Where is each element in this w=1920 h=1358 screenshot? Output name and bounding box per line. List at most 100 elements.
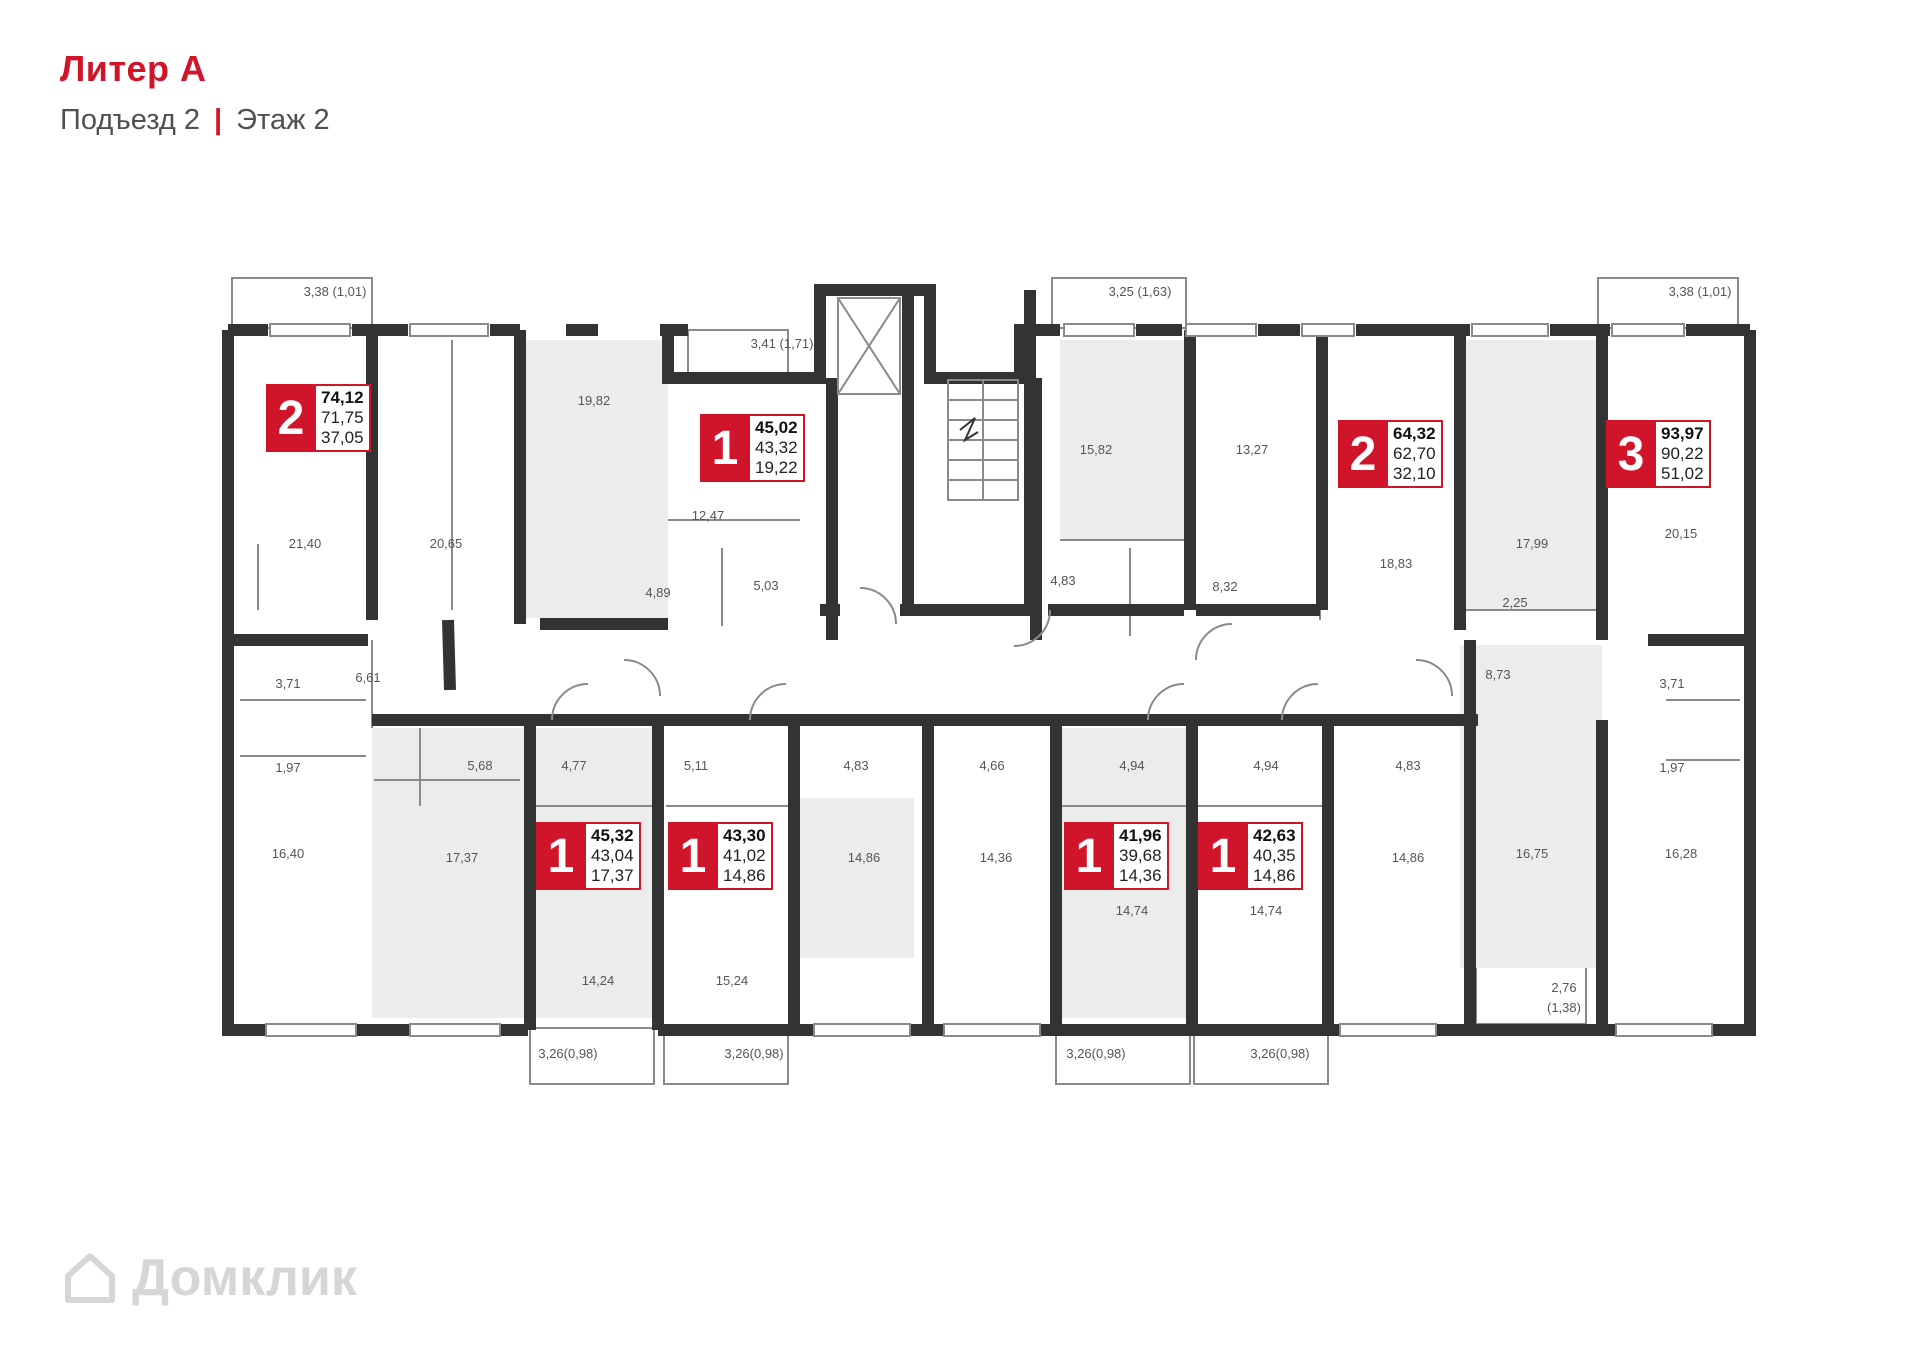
room-area-label: 15,82 bbox=[1080, 442, 1113, 457]
room-area-label: 3,41 (1,71) bbox=[751, 336, 814, 351]
total-area: 42,63 bbox=[1253, 826, 1296, 845]
living-area: 37,05 bbox=[321, 428, 364, 447]
floor-label: Этаж 2 bbox=[236, 104, 330, 136]
room-area-label: 3,71 bbox=[275, 676, 300, 691]
room-area-label: 4,83 bbox=[843, 758, 868, 773]
watermark-text: Домклик bbox=[132, 1249, 357, 1307]
room-area-label: 21,40 bbox=[289, 536, 322, 551]
room-area-label: 4,83 bbox=[1050, 573, 1075, 588]
room-area-label: 4,83 bbox=[1395, 758, 1420, 773]
window bbox=[1063, 323, 1135, 337]
balcony bbox=[529, 1027, 655, 1085]
room-area-label: 4,66 bbox=[979, 758, 1004, 773]
room-area-label: 8,32 bbox=[1212, 579, 1237, 594]
room-area-label: 3,25 (1,63) bbox=[1109, 284, 1172, 299]
room-area-label: 17,99 bbox=[1516, 536, 1549, 551]
room-area-label: 14,36 bbox=[980, 850, 1013, 865]
room-area-label: 14,86 bbox=[848, 850, 881, 865]
total-area: 64,32 bbox=[1393, 424, 1436, 443]
apartment-area: 40,35 bbox=[1253, 846, 1296, 865]
room-area-label: 3,26(0,98) bbox=[538, 1046, 597, 1061]
elevator-shaft bbox=[837, 297, 901, 395]
window bbox=[1471, 323, 1549, 337]
room-area-label: 5,68 bbox=[467, 758, 492, 773]
room-area-label: 5,11 bbox=[684, 758, 708, 773]
room-count: 1 bbox=[536, 822, 586, 890]
room-area-label: 12,47 bbox=[692, 508, 725, 523]
room-count: 1 bbox=[1198, 822, 1248, 890]
window bbox=[943, 1023, 1041, 1037]
window bbox=[1611, 323, 1685, 337]
watermark: Домклик bbox=[62, 1248, 357, 1308]
room-area-label: 1,97 bbox=[1659, 760, 1684, 775]
room-area-label: 16,75 bbox=[1516, 846, 1549, 861]
room-count: 3 bbox=[1606, 420, 1656, 488]
room-shade bbox=[1060, 340, 1190, 540]
room-shade bbox=[796, 798, 914, 958]
living-area: 14,86 bbox=[1253, 866, 1296, 885]
room-area-label: 16,40 bbox=[272, 846, 305, 861]
building-title: Литер А bbox=[60, 48, 207, 89]
room-area-label: 20,65 bbox=[430, 536, 463, 551]
walls bbox=[222, 284, 1756, 1036]
room-area-label: 4,89 bbox=[645, 585, 670, 600]
living-area: 14,86 bbox=[723, 866, 766, 885]
room-area-label: 18,83 bbox=[1380, 556, 1413, 571]
total-area: 43,30 bbox=[723, 826, 766, 845]
room-area-label: 3,71 bbox=[1659, 676, 1684, 691]
window bbox=[813, 1023, 911, 1037]
room-area-label: 4,77 bbox=[561, 758, 586, 773]
balcony bbox=[1475, 961, 1587, 1025]
total-area: 45,02 bbox=[755, 418, 798, 437]
apartment-area: 39,68 bbox=[1119, 846, 1162, 865]
entrance-label: Подъезд 2 bbox=[60, 104, 201, 136]
balcony bbox=[1055, 1027, 1191, 1085]
room-area-label: 14,74 bbox=[1116, 903, 1149, 918]
room-count: 2 bbox=[266, 384, 316, 452]
room-count: 1 bbox=[1064, 822, 1114, 890]
room-area-label: 6,61 bbox=[355, 670, 380, 685]
room-count: 1 bbox=[700, 414, 750, 482]
apartment-area: 62,70 bbox=[1393, 444, 1436, 463]
room-area-label: 3,26(0,98) bbox=[1066, 1046, 1125, 1061]
room-shade bbox=[372, 728, 532, 1018]
room-area-label: 3,26(0,98) bbox=[724, 1046, 783, 1061]
balcony bbox=[1597, 277, 1739, 329]
room-area-label: 20,15 bbox=[1665, 526, 1698, 541]
window bbox=[269, 323, 351, 337]
apartment-area: 41,02 bbox=[723, 846, 766, 865]
room-area-label: 13,27 bbox=[1236, 442, 1269, 457]
balcony bbox=[1193, 1027, 1329, 1085]
balconies bbox=[231, 277, 1739, 1085]
room-shade bbox=[518, 340, 668, 618]
living-area: 51,02 bbox=[1661, 464, 1704, 483]
window bbox=[409, 323, 489, 337]
living-area: 32,10 bbox=[1393, 464, 1436, 483]
total-area: 93,97 bbox=[1661, 424, 1704, 443]
room-area-label: 16,28 bbox=[1665, 846, 1698, 861]
window bbox=[1301, 323, 1355, 337]
room-area-label: 1,97 bbox=[275, 760, 300, 775]
room-area-label: 4,94 bbox=[1253, 758, 1278, 773]
house-logo-icon bbox=[65, 1253, 115, 1303]
apartment-area: 90,22 bbox=[1661, 444, 1704, 463]
window bbox=[1339, 1023, 1437, 1037]
room-area-label: 3,38 (1,01) bbox=[304, 284, 367, 299]
living-area: 17,37 bbox=[591, 866, 634, 885]
room-shade bbox=[1460, 728, 1602, 968]
